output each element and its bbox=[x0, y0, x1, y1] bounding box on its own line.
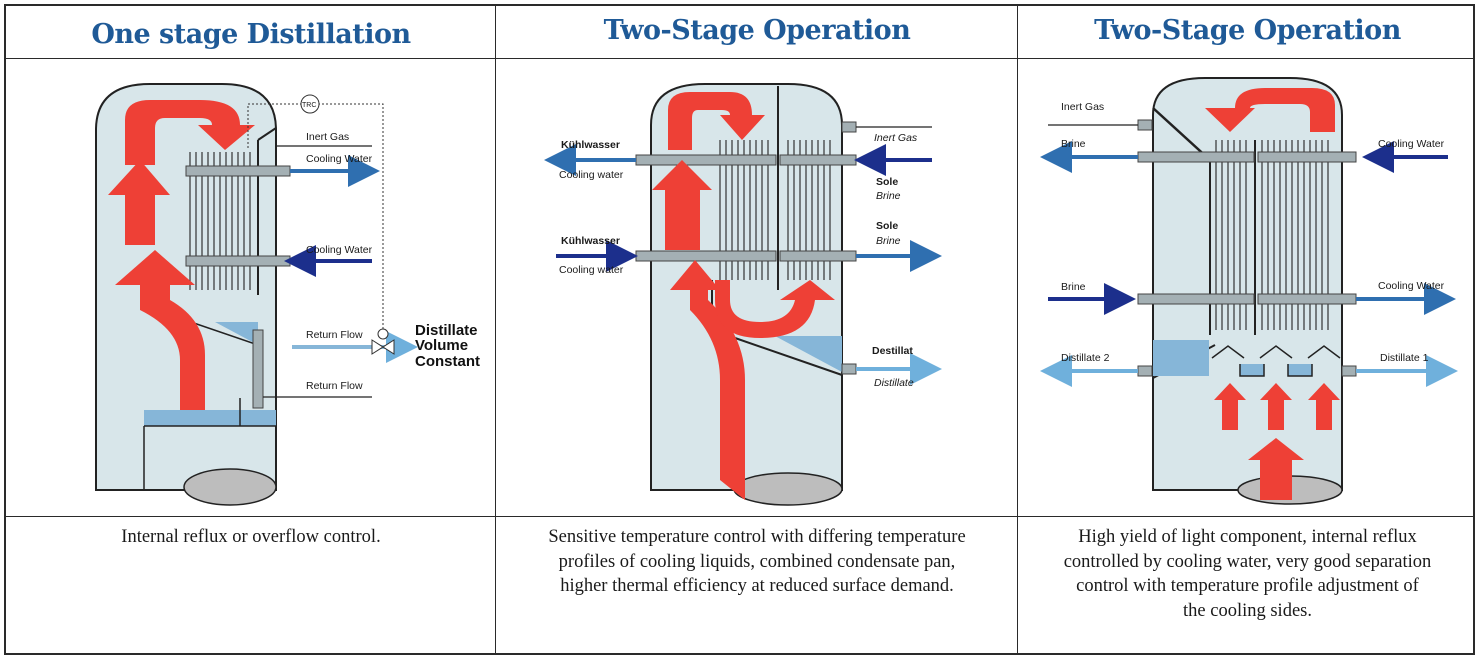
label-sole-1: Sole bbox=[876, 176, 898, 188]
trc-instrument bbox=[300, 94, 320, 114]
label-destillat: Destillat bbox=[872, 345, 913, 357]
label-kuehlwasser-2: Kühlwasser bbox=[561, 235, 620, 247]
label-cooling-water-3a: Cooling Water bbox=[1378, 138, 1445, 150]
panel-2-caption-line-1: Sensitive temperature control with diffe… bbox=[548, 527, 966, 547]
header-divider bbox=[4, 58, 1475, 59]
label-kuehlwasser-1: Kühlwasser bbox=[561, 139, 620, 151]
panel-2-title: Two-Stage Operation bbox=[603, 15, 911, 46]
panel-3-title: Two-Stage Operation bbox=[1094, 15, 1401, 46]
condensate-liquid bbox=[775, 336, 842, 372]
frame-border-bottom bbox=[4, 653, 1475, 655]
table-frame bbox=[4, 4, 1475, 655]
label-distillate-2-3: Distillate 2 bbox=[1061, 352, 1110, 364]
tube-sheet-3-top-left bbox=[1137, 151, 1255, 163]
vapor-arrow-up-3d bbox=[1248, 438, 1304, 500]
panel-2-caption-line-2: profiles of cooling liquids, combined co… bbox=[558, 551, 956, 572]
vapor-arrow-up-3a bbox=[1214, 383, 1246, 430]
panel-2-diagram: Kühlwasser Cooling water Kühlwasser Cool… bbox=[544, 83, 942, 506]
label-cooling-water-3b: Cooling Water bbox=[1378, 280, 1445, 292]
label-constant: Constant bbox=[415, 353, 480, 370]
label-distillate: Distillate bbox=[415, 322, 478, 339]
label-trc: TRC bbox=[302, 102, 316, 109]
label-return-flow-1: Return Flow bbox=[306, 329, 363, 341]
panel-3-caption-line-3: control with temperature profile adjustm… bbox=[1076, 576, 1419, 596]
collection-trays bbox=[1239, 364, 1313, 377]
label-cooling-water-1: Cooling Water bbox=[306, 153, 373, 165]
panel-1-title: One stage Distillation bbox=[91, 19, 411, 50]
vapor-arrow-up-upper bbox=[108, 160, 170, 245]
label-cooling-water-2: Cooling Water bbox=[306, 244, 373, 256]
sump-liquid bbox=[144, 410, 276, 426]
panel-3-caption-line-2: controlled by cooling water, very good s… bbox=[1063, 551, 1432, 572]
vessel-3-shell bbox=[1152, 77, 1343, 491]
label-cooling-water-2a: Cooling water bbox=[559, 169, 624, 181]
panel-3-caption-line-1: High yield of light component, internal … bbox=[1078, 527, 1417, 547]
control-valve bbox=[371, 339, 395, 355]
label-brine-1: Brine bbox=[876, 190, 901, 202]
frame-border-top bbox=[4, 4, 1475, 6]
column-divider-2 bbox=[1017, 4, 1018, 655]
sump-tray bbox=[143, 398, 276, 490]
label-return-flow-2: Return Flow bbox=[306, 380, 363, 392]
inert-gas-nozzle-3 bbox=[1137, 119, 1153, 131]
tube-sheet-3-top-right bbox=[1257, 151, 1357, 163]
vapor-arrow-turn bbox=[125, 100, 255, 165]
distillate-1-nozzle bbox=[1341, 365, 1357, 377]
vapor-arrow-turn-3 bbox=[1205, 88, 1335, 132]
panel-3-caption-line-4: the cooling sides. bbox=[1183, 600, 1312, 621]
panel-3-diagram: Inert Gas Brine Cooling Water Brine Cool… bbox=[1040, 77, 1458, 505]
label-brine-3b: Brine bbox=[1061, 281, 1086, 293]
caption-divider bbox=[4, 516, 1475, 517]
inert-gas-baffle-3 bbox=[1152, 107, 1211, 161]
column-divider-1 bbox=[495, 4, 496, 655]
panel-3-caption: High yield of light component, internal … bbox=[1019, 525, 1476, 623]
vapor-arrow-main bbox=[670, 260, 745, 500]
panel-1-caption: Internal reflux or overflow control. bbox=[121, 527, 381, 547]
tube-sheet-3-bottom-left bbox=[1137, 293, 1255, 305]
vapor-arrow-up-3b bbox=[1260, 383, 1292, 430]
label-inert-gas: Inert Gas bbox=[306, 131, 349, 143]
vapor-arrow-turn-2 bbox=[668, 92, 765, 150]
frame-border-left bbox=[4, 4, 6, 655]
liquid-pan bbox=[215, 322, 258, 345]
label-inert-gas-3: Inert Gas bbox=[1061, 101, 1104, 113]
label-distillate-1-3: Distillate 1 bbox=[1380, 352, 1429, 364]
tray-hoods bbox=[1211, 345, 1341, 359]
vapor-arrow-up-3c bbox=[1308, 383, 1340, 430]
label-volume: Volume bbox=[415, 337, 468, 354]
vessel-1-bottom-cut bbox=[183, 468, 277, 506]
distillate-2-liquid bbox=[1153, 340, 1209, 376]
label-sole-2: Sole bbox=[876, 220, 898, 232]
overflow-pipe bbox=[252, 329, 264, 409]
label-brine-2: Brine bbox=[876, 235, 901, 247]
label-brine-3a: Brine bbox=[1061, 138, 1086, 150]
frame-border-right bbox=[1473, 4, 1475, 655]
label-cooling-water-2b: Cooling water bbox=[559, 264, 624, 276]
label-inert-gas-2: Inert Gas bbox=[874, 132, 918, 144]
vapor-arrow-up-lower bbox=[115, 250, 205, 410]
label-distillate-2: Distillate bbox=[874, 377, 914, 389]
panel-2-caption-line-3: higher thermal efficiency at reduced sur… bbox=[560, 576, 954, 596]
tube-sheet-3-bottom-right bbox=[1257, 293, 1357, 305]
vapor-arrow-up-2 bbox=[652, 160, 712, 250]
vapor-arrow-u-turn bbox=[715, 280, 835, 338]
panel-1-diagram: TRC Inert Gas Cooling Water Cooling Wate… bbox=[95, 83, 480, 506]
trc-signal-line bbox=[247, 103, 384, 330]
panel-2-caption: Sensitive temperature control with diffe… bbox=[497, 525, 1017, 599]
inner-wall bbox=[184, 319, 259, 346]
distillate-2-nozzle bbox=[1137, 365, 1153, 377]
valve-actuator bbox=[377, 328, 389, 340]
